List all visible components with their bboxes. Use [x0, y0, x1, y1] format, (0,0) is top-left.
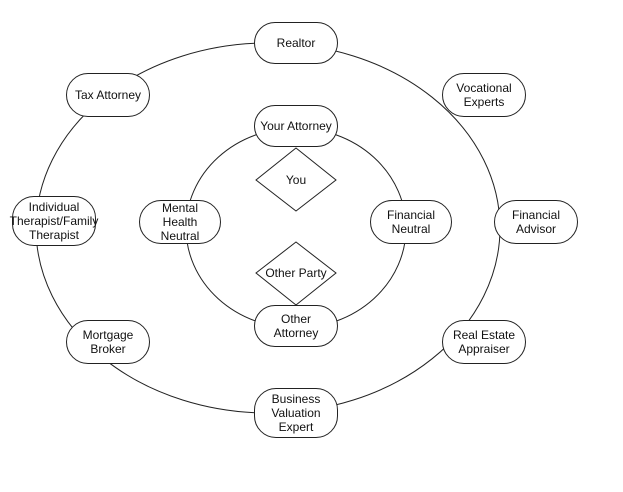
mental-health-neutral-label: Mental Health Neutral — [160, 201, 200, 243]
business-valuation-expert-label: Business Valuation Expert — [271, 392, 321, 434]
real-estate-appraiser-node: Real Estate Appraiser — [442, 320, 526, 364]
other-party-label: Other Party — [265, 266, 327, 280]
financial-advisor-node: Financial Advisor — [494, 200, 578, 244]
tax-attorney-label: Tax Attorney — [74, 88, 142, 102]
your-attorney-node: Your Attorney — [254, 105, 338, 147]
realtor-node: Realtor — [254, 22, 338, 64]
mortgage-broker-node: Mortgage Broker — [66, 320, 150, 364]
financial-neutral-node: Financial Neutral — [370, 200, 452, 244]
tax-attorney-node: Tax Attorney — [66, 73, 150, 117]
realtor-label: Realtor — [276, 36, 316, 50]
you-label: You — [285, 173, 307, 187]
your-attorney-label: Your Attorney — [260, 119, 332, 133]
business-valuation-expert-node: Business Valuation Expert — [254, 388, 338, 438]
mental-health-neutral-node: Mental Health Neutral — [139, 200, 221, 244]
mortgage-broker-label: Mortgage Broker — [82, 328, 134, 356]
vocational-experts-node: Vocational Experts — [442, 73, 526, 117]
vocational-experts-label: Vocational Experts — [456, 81, 512, 109]
therapist-node: Individual Therapist/Family Therapist — [9, 196, 99, 246]
therapist-label: Individual Therapist/Family Therapist — [9, 200, 99, 242]
you-diamond — [255, 147, 337, 212]
financial-neutral-label: Financial Neutral — [386, 208, 436, 236]
other-attorney-node: Other Attorney — [254, 305, 338, 347]
real-estate-appraiser-label: Real Estate Appraiser — [452, 328, 516, 356]
financial-advisor-label: Financial Advisor — [511, 208, 561, 236]
other-attorney-label: Other Attorney — [273, 312, 319, 340]
